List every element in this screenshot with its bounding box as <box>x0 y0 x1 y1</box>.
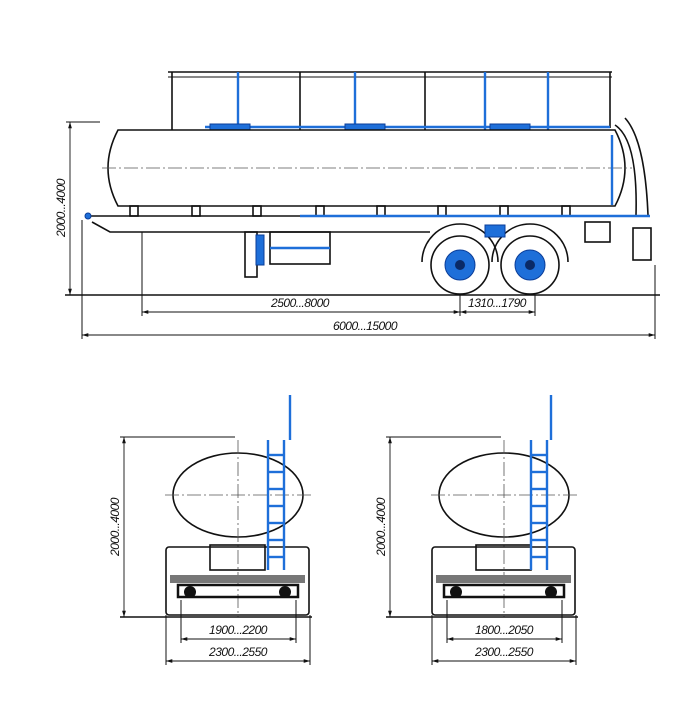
overall-length-label: 6000...15000 <box>333 319 398 333</box>
rear-right-track-label: 1800...2050 <box>475 623 534 637</box>
dimension-axle-to-kingpin: 2500...8000 1310...1790 <box>141 232 536 316</box>
tank <box>102 117 649 216</box>
chassis-frame <box>84 212 652 278</box>
rear-left-track-label: 1900...2200 <box>209 623 268 637</box>
axle-to-kingpin-label: 2500...8000 <box>270 296 330 310</box>
side-view: 2000...4000 2500...8000 1310...1790 6000… <box>54 71 660 339</box>
rear-right-width-label: 2300...2550 <box>474 645 534 659</box>
rear-left-height-label: 2000...4000 <box>108 497 122 557</box>
wheels <box>421 223 569 295</box>
rear-body <box>120 395 312 618</box>
height-label: 2000...4000 <box>54 178 68 238</box>
railing <box>168 71 612 131</box>
dimension-overall-length: 6000...15000 <box>81 220 656 339</box>
rear-body <box>386 395 578 618</box>
rear-right-height-label: 2000...4000 <box>374 497 388 557</box>
axle-spacing-label: 1310...1790 <box>468 296 527 310</box>
rear-left-width-label: 2300...2550 <box>208 645 268 659</box>
tank-supports <box>129 205 571 217</box>
rear-view-left: 2000...4000 1900...2200 2300...2550 <box>108 395 312 665</box>
dimension-height: 2000...4000 <box>54 121 100 295</box>
rear-view-right: 2000...4000 1800...2050 2300...2550 <box>374 395 578 665</box>
